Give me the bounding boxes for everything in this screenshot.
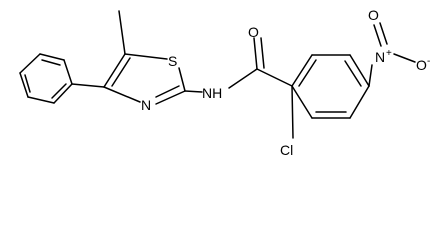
nitro-oxygen-top-charge: - — [427, 56, 430, 67]
nitro-nitrogen-charge: + — [386, 48, 392, 59]
bond-ph-6 — [19, 53, 41, 74]
bond-ph-4 — [27, 96, 55, 104]
thiazole-nitrogen-label: N — [141, 97, 151, 113]
bond-n3-c4 — [103, 86, 141, 103]
bond-ring-nitro — [368, 64, 373, 87]
amide-nitrogen-label: NH — [202, 85, 222, 101]
bond-ph-inner-1 — [41, 59, 61, 66]
bond-ar-3 — [349, 54, 370, 87]
bond-ring-cl — [291, 85, 294, 139]
bond-s-c2 — [178, 67, 186, 92]
sulfur-label: S — [168, 53, 177, 69]
bond-ph-1 — [39, 53, 65, 61]
bond-c2-n3-double — [155, 85, 180, 98]
bond-carbonyl-o-double — [260, 37, 265, 69]
bond-c5-s — [124, 53, 168, 60]
carbonyl-oxygen-label: O — [248, 24, 259, 40]
nitro-nitrogen-label: N — [375, 49, 385, 65]
bond-c2-n3 — [155, 90, 186, 105]
bond-ar-6 — [291, 85, 313, 119]
bond-ph-3 — [53, 83, 73, 104]
bonds — [19, 10, 416, 139]
bond-nh-carbonyl — [228, 68, 258, 89]
bond-c4-c5 — [103, 53, 126, 88]
bond-ar-4 — [349, 85, 370, 119]
bond-nitro-o-top — [393, 53, 416, 63]
bond-c2-nh — [184, 90, 203, 93]
bond-ar-inner-2 — [344, 60, 362, 87]
atom-labels: S N NH O N + O - O Cl — [141, 7, 430, 157]
bond-ar-inner-1 — [298, 59, 317, 87]
bond-nitro-o-bottom-double — [379, 22, 388, 45]
chlorine-label: Cl — [280, 142, 293, 157]
bond-c4-c5-double — [111, 57, 131, 87]
bond-carbonyl-ring — [256, 68, 293, 87]
nitro-oxygen-top-label: O — [416, 57, 427, 73]
nitro-oxygen-bottom-label: O — [368, 7, 379, 23]
bond-ph-2 — [63, 59, 73, 85]
bond-ph-inner-2 — [51, 83, 67, 99]
bond-ph-inner-3 — [24, 74, 31, 93]
bond-ph-thiazole — [71, 83, 105, 88]
bond-methyl — [118, 10, 126, 55]
molecule-structure: S N NH O N + O - O Cl — [19, 7, 430, 157]
bond-ph-5 — [19, 72, 29, 98]
bond-nitro-o-bottom — [373, 24, 382, 47]
bond-ar-1 — [291, 54, 313, 87]
bond-carbonyl-o — [253, 37, 258, 70]
